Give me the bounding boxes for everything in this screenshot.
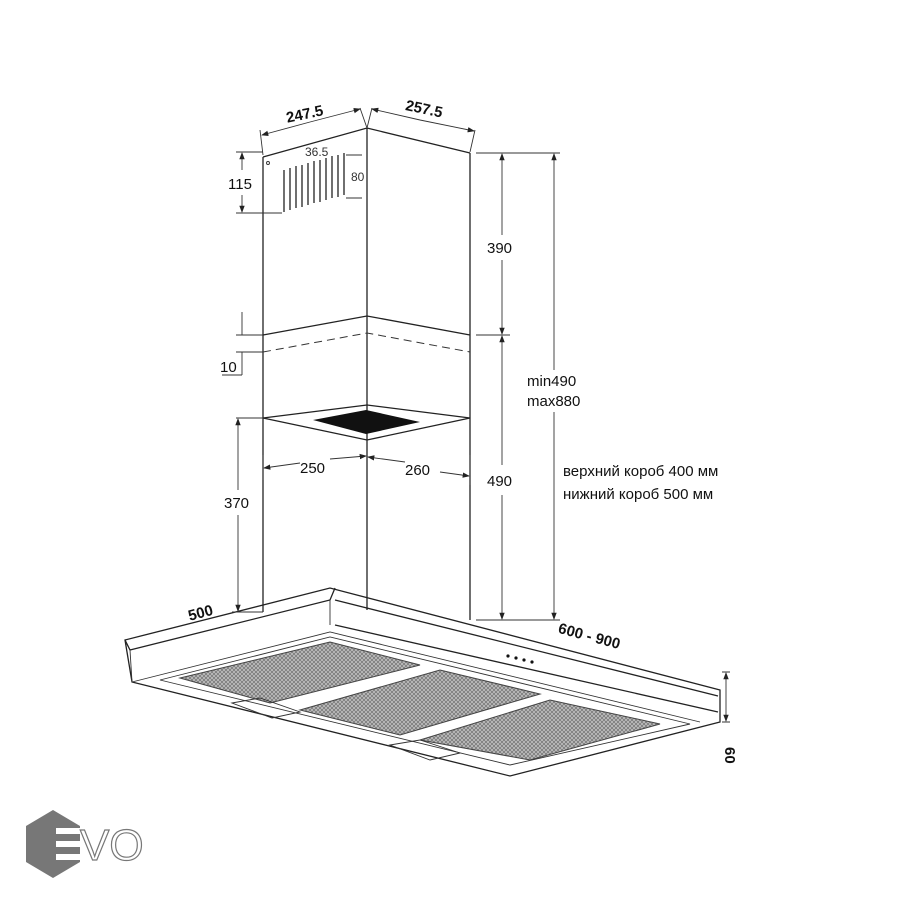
evo-logo: VO — [26, 810, 144, 878]
dimension-lines — [222, 107, 730, 723]
note-upper-box: верхний короб 400 мм — [563, 463, 718, 480]
dim-hood-to-box: 370 — [224, 495, 249, 512]
lower-box — [262, 404, 471, 441]
dim-lower-chimney: 490 — [487, 473, 512, 490]
dim-lower-right: 260 — [405, 462, 430, 479]
upper-chimney — [262, 127, 471, 620]
logo-text: VO — [80, 821, 144, 870]
dim-hood-depth: 500 — [186, 602, 215, 625]
dim-height-min: min490 — [527, 373, 576, 390]
vent-slots-icon — [283, 153, 345, 212]
dim-vent-height: 80 — [351, 170, 365, 184]
dim-hood-width: 600 - 900 — [556, 620, 622, 653]
dim-height-max: max880 — [527, 393, 580, 410]
dim-overlap: 10 — [220, 359, 237, 376]
duct-opening — [313, 410, 420, 434]
dim-vent-width: 36.5 — [305, 145, 329, 159]
hood-body — [124, 587, 721, 777]
dim-top-left: 247.5 — [285, 102, 325, 126]
dim-hood-thickness: 60 — [721, 747, 738, 764]
dim-upper-chimney: 390 — [487, 240, 512, 257]
dim-lower-left: 250 — [300, 460, 325, 477]
control-buttons — [506, 654, 534, 664]
note-lower-box: нижний короб 500 мм — [563, 486, 713, 503]
dim-vent-offset: 115 — [228, 176, 252, 193]
